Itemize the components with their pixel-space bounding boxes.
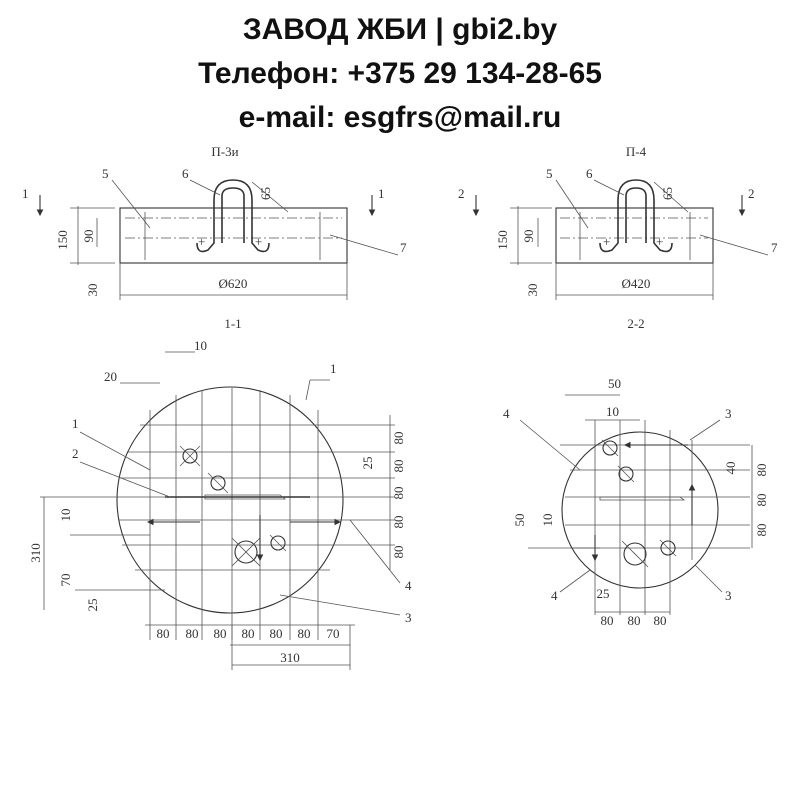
callout-7-right: 7 bbox=[771, 240, 778, 255]
dim-loop: 65 bbox=[258, 187, 273, 200]
section-2-title: 2-2 bbox=[627, 316, 644, 331]
s2-dim-top-50: 50 bbox=[608, 376, 621, 391]
s1-callout-1b: 1 bbox=[72, 416, 79, 431]
svg-text:+: + bbox=[656, 234, 663, 249]
s2-dim-bottom-2: 80 bbox=[654, 613, 667, 628]
s2-callout-3b: 3 bbox=[725, 588, 732, 603]
s1-dim-bottom-4: 80 bbox=[270, 626, 283, 641]
s2-dim-bottom-1: 80 bbox=[628, 613, 641, 628]
s1-dim-left-70: 70 bbox=[58, 574, 73, 587]
s2-callout-4b: 4 bbox=[551, 588, 558, 603]
view-left-title: П-3и bbox=[211, 144, 238, 159]
s2-dim-bottom-25: 25 bbox=[597, 586, 610, 601]
diameter-right: Ø420 bbox=[622, 276, 651, 291]
dim-inner: 90 bbox=[81, 230, 96, 243]
view-right-title: П-4 bbox=[626, 144, 647, 159]
s1-dim-right-5: 80 bbox=[391, 546, 406, 559]
s1-dim-bottom-6: 70 bbox=[327, 626, 340, 641]
s1-dim-right-1: 25 bbox=[360, 457, 375, 470]
s2-dim-right-2: 80 bbox=[754, 524, 769, 537]
s2-dim-right-0: 80 bbox=[754, 464, 769, 477]
header-email: e-mail: esgfrs@mail.ru bbox=[238, 101, 562, 134]
s1-dim-bottom-5: 80 bbox=[298, 626, 311, 641]
section-2-circle bbox=[561, 431, 719, 589]
s1-callout-1a: 1 bbox=[330, 361, 337, 376]
section-2-2: 2-2 50 10 40 80 80 80 50 10 bbox=[503, 316, 769, 628]
s1-dim-left-10: 10 bbox=[58, 509, 73, 522]
header-phone: Телефон: +375 29 134-28-65 bbox=[198, 57, 602, 90]
s1-dim-bottom-1: 80 bbox=[186, 626, 199, 641]
s1-dim-right-0: 80 bbox=[391, 432, 406, 445]
s1-callout-4: 4 bbox=[405, 578, 412, 593]
callout-5-right: 5 bbox=[546, 166, 553, 181]
callout-6: 6 bbox=[182, 166, 189, 181]
s2-callout-4a: 4 bbox=[503, 406, 510, 421]
s1-dim-right-2: 80 bbox=[391, 460, 406, 473]
dim-bottom-right: 30 bbox=[525, 284, 540, 297]
s2-dim-left-50: 50 bbox=[512, 514, 527, 527]
dim-bottom: 30 bbox=[85, 284, 100, 297]
slab-outline bbox=[119, 207, 348, 264]
callout-5: 5 bbox=[102, 166, 109, 181]
s1-dim-top-20: 20 bbox=[104, 369, 117, 384]
s1-dim-bottom-2: 80 bbox=[214, 626, 227, 641]
s2-dim-bottom-0: 80 bbox=[601, 613, 614, 628]
s1-callout-3: 3 bbox=[405, 610, 412, 625]
section-mark-right-2: 2 bbox=[748, 186, 755, 201]
view-right: П-4 + + 2 2 150 90 30 Ø420 65 5 6 7 bbox=[458, 144, 778, 300]
s1-dim-bottom-310: 310 bbox=[280, 650, 300, 665]
s1-callout-2: 2 bbox=[72, 446, 79, 461]
section-1-1: 1-1 80 bbox=[28, 316, 412, 670]
s1-dim-left-25: 25 bbox=[85, 599, 100, 612]
section-mark-right: 1 bbox=[378, 186, 385, 201]
section-mark-left: 1 bbox=[22, 186, 29, 201]
s1-dim-left-310: 310 bbox=[28, 543, 43, 563]
header-company: ЗАВОД ЖБИ | gbi2.by bbox=[242, 13, 558, 46]
section-mark-left-2: 2 bbox=[458, 186, 465, 201]
diameter: Ø620 bbox=[219, 276, 248, 291]
callout-7: 7 bbox=[400, 240, 407, 255]
s2-callout-3a: 3 bbox=[725, 406, 732, 421]
section-1-title: 1-1 bbox=[224, 316, 241, 331]
s1-dim-right-4: 80 bbox=[391, 516, 406, 529]
lifting-loop bbox=[196, 179, 270, 253]
s2-dim-top-10: 10 bbox=[606, 404, 619, 419]
s1-dim-top-10: 10 bbox=[194, 338, 207, 353]
lifting-loop-right bbox=[599, 179, 673, 253]
view-left: П-3и + + 1 1 150 90 30 Ø620 65 5 6 bbox=[22, 144, 407, 300]
dim-inner-right: 90 bbox=[521, 230, 536, 243]
s2-dim-right-1: 80 bbox=[754, 494, 769, 507]
callout-6-right: 6 bbox=[586, 166, 593, 181]
header: ЗАВОД ЖБИ | gbi2.by Телефон: +375 29 134… bbox=[0, 8, 800, 140]
s1-dim-right-3: 80 bbox=[391, 487, 406, 500]
svg-text:+: + bbox=[255, 234, 262, 249]
dim-height-right: 150 bbox=[495, 230, 510, 250]
slab-outline-right bbox=[555, 207, 714, 264]
s2-dim-right-40: 40 bbox=[723, 462, 738, 475]
dim-height: 150 bbox=[55, 230, 70, 250]
dim-loop-right: 65 bbox=[660, 187, 675, 200]
s1-dim-bottom-0: 80 bbox=[157, 626, 170, 641]
svg-text:+: + bbox=[198, 234, 205, 249]
s1-dim-bottom-3: 80 bbox=[242, 626, 255, 641]
svg-text:+: + bbox=[603, 234, 610, 249]
s2-dim-left-10: 10 bbox=[540, 514, 555, 527]
section-1-circle bbox=[116, 386, 344, 614]
